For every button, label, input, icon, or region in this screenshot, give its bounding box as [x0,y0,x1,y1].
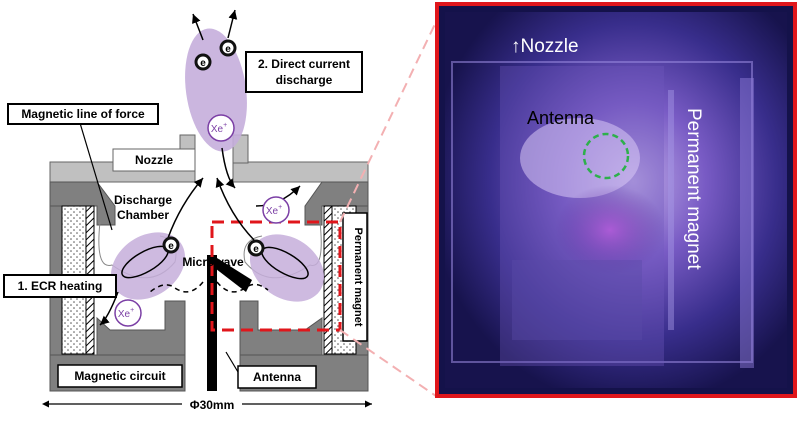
svg-text:e: e [200,58,206,69]
svg-text:discharge: discharge [276,73,333,87]
electron-exit-arrow-1 [192,13,204,41]
svg-text:e: e [253,244,259,255]
antenna-tip [207,258,252,292]
svg-text:Antenna: Antenna [253,370,301,384]
svg-text:Permanent magnet: Permanent magnet [352,227,364,326]
xenon-ion-top: Xe+ [207,114,235,142]
photo-magnet-label: Permanent magnet [683,108,704,270]
magnetic-line-label: Magnetic line of force [7,103,159,125]
microwave-wave-right [216,281,269,293]
microwave-label: Microwave [182,255,244,269]
svg-text:Microwave: Microwave [182,255,244,269]
nozzle-label: Nozzle [112,148,196,172]
svg-text:e: e [225,44,231,55]
svg-text:Xe+: Xe+ [118,307,134,320]
electron-top-1: e [194,53,212,71]
svg-text:Magnetic line of force: Magnetic line of force [21,107,145,121]
magnetic-circuit-label: Magnetic circuit [57,364,183,388]
photo-nozzle-label: ↑Nozzle [511,36,579,57]
right-magnet-hatched [323,205,333,355]
plasma-photo [435,2,797,398]
discharge-chamber-label: Discharge Chamber [114,193,172,222]
zoom-connector-top [339,21,437,223]
trajectory-ion-down [221,147,236,189]
xenon-ion-right: Xe+ [262,196,290,224]
microwave-wave-left [149,281,204,293]
zoom-connector-bottom [339,329,437,397]
dc-discharge-label: 2. Direct current discharge [245,51,363,93]
svg-text:2. Direct current: 2. Direct current [258,57,350,71]
svg-text:1. ECR heating: 1. ECR heating [18,279,103,293]
magnetic-line-leader [79,122,113,231]
trajectory-right-up [215,177,255,241]
dimension-label: Φ30mm [190,398,235,412]
antenna-callout-circle [582,132,630,180]
electron-top-2: e [219,39,237,57]
antenna-leader [225,351,239,373]
svg-text:Xe+: Xe+ [266,204,282,217]
svg-text:Discharge: Discharge [114,193,172,207]
permanent-magnet-label: Permanent magnet [342,212,368,342]
svg-text:Magnetic circuit: Magnetic circuit [74,369,165,383]
xenon-ion-left: Xe+ [114,299,142,327]
electron-left: e [162,236,180,254]
photo-antenna-label: Antenna [527,108,595,128]
electron-exit-arrow-2 [227,9,238,39]
electron-right: e [247,239,265,257]
ecr-heating-label: 1. ECR heating [3,274,117,298]
svg-text:e: e [168,241,174,252]
dimension-label-bg [182,396,242,412]
svg-text:Chamber: Chamber [117,208,169,222]
ecr-plasma-right [249,234,325,302]
antenna-label: Antenna [237,365,317,389]
trajectory-left-up [167,177,204,239]
svg-text:Nozzle: Nozzle [135,153,173,167]
svg-text:Xe+: Xe+ [211,122,227,135]
